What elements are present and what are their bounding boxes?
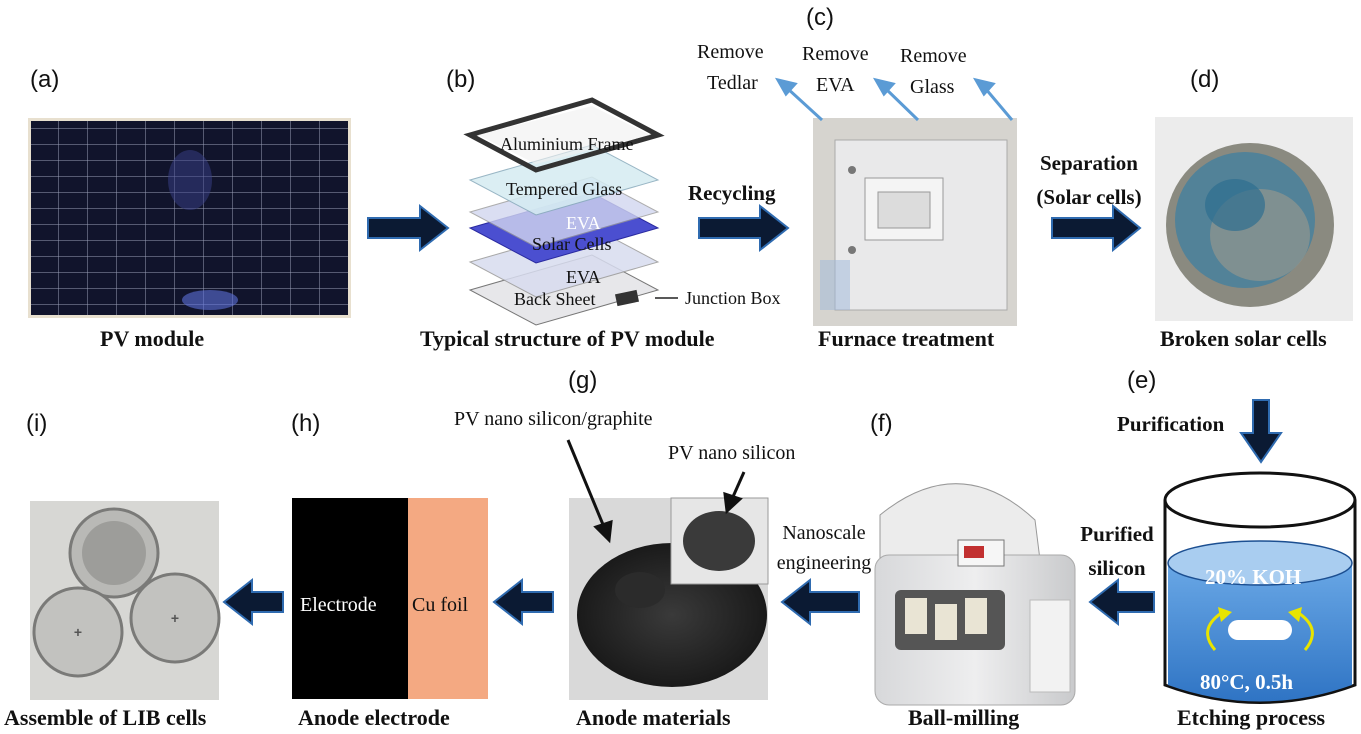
panel-letter-c: (c)	[806, 4, 834, 31]
step-label-recycling: Recycling	[688, 181, 776, 205]
step-label-purified-2: silicon	[1088, 556, 1146, 580]
caption-anode-electrode: Anode electrode	[298, 705, 450, 730]
panel-letter-e: (e)	[1127, 367, 1157, 394]
etching-beaker	[1163, 471, 1357, 704]
cu-foil-label: Cu foil	[412, 594, 469, 616]
coin-cells-image: + +	[30, 501, 221, 700]
step-label-purified-1: Purified	[1080, 522, 1154, 546]
step-label-nanoscale-2: engineering	[776, 552, 872, 574]
arrow-g-to-h	[492, 577, 554, 627]
arrow-b-to-c	[698, 203, 790, 253]
etching-condition-label: 80°C, 0.5h	[1200, 670, 1293, 694]
removal-label-glass-1: Remove	[900, 45, 967, 67]
layer-label-junction-box: Junction Box	[685, 288, 781, 308]
step-label-separation: Separation (Solar cells)	[1023, 146, 1155, 214]
removal-label-glass-2: Glass	[910, 76, 955, 98]
step-label-nanoscale-1: Nanoscale	[782, 522, 866, 544]
svg-text:+: +	[171, 610, 179, 626]
svg-text:+: +	[74, 624, 82, 640]
pointer-arrows	[566, 439, 746, 544]
arrow-f-to-g	[780, 577, 860, 627]
layer-label-cells: Solar Cells	[532, 234, 612, 254]
removal-label-eva-1: Remove	[802, 43, 869, 65]
process-arrows	[222, 203, 1283, 627]
caption-furnace: Furnace treatment	[818, 326, 995, 351]
step-label-nanoscale: Nanoscale engineering	[758, 518, 890, 578]
caption-lib-cells: Assemble of LIB cells	[4, 705, 207, 730]
removal-label-tedlar-2: Tedlar	[707, 72, 758, 94]
arrow-d-to-e	[1239, 399, 1283, 464]
caption-etching: Etching process	[1177, 705, 1326, 730]
anode-electrode-image	[292, 498, 488, 699]
removal-label-eva-2: EVA	[816, 74, 855, 96]
panel-letter-a: (a)	[30, 66, 60, 93]
caption-pv-structure: Typical structure of PV module	[420, 326, 715, 351]
panel-letter-f: (f)	[870, 410, 893, 437]
step-label-purification: Purification	[1117, 412, 1225, 436]
step-label-separation-2: (Solar cells)	[1036, 185, 1142, 209]
arrow-h-to-i	[222, 577, 284, 627]
arrow-c-to-d	[1051, 203, 1142, 253]
removal-label-tedlar-1: Remove	[697, 41, 764, 63]
removal-arrows	[774, 77, 1014, 122]
caption-ball-milling: Ball-milling	[908, 705, 1020, 730]
layer-label-glass: Tempered Glass	[506, 179, 623, 199]
caption-anode-materials: Anode materials	[576, 705, 731, 730]
caption-pv-module: PV module	[100, 326, 205, 351]
panel-letter-g: (g)	[568, 367, 598, 394]
pointer-label-nano-si: PV nano silicon	[668, 442, 796, 464]
etching-solution-label: 20% KOH	[1205, 565, 1302, 589]
electrode-label: Electrode	[300, 594, 377, 616]
panel-letter-i: (i)	[26, 410, 48, 437]
furnace-image	[813, 118, 1017, 326]
ball-mill-image	[874, 483, 1076, 706]
caption-broken-cells: Broken solar cells	[1160, 326, 1327, 351]
panel-letter-b: (b)	[446, 66, 476, 93]
arrow-e-to-f	[1088, 577, 1155, 627]
pv-structure-diagram	[463, 97, 678, 326]
layer-label-eva-bottom: EVA	[566, 267, 601, 287]
layer-label-frame: Aluminium Frame	[500, 134, 634, 154]
layer-label-back-sheet: Back Sheet	[514, 289, 596, 309]
panel-letter-h: (h)	[291, 410, 321, 437]
step-label-purified: Purified silicon	[1070, 517, 1164, 585]
pv-module-image	[28, 118, 351, 318]
pointer-label-nano-si-graphite: PV nano silicon/graphite	[454, 408, 653, 430]
arrow-a-to-b	[367, 203, 450, 253]
broken-cells-image	[1155, 117, 1353, 321]
step-label-separation-1: Separation	[1039, 151, 1138, 175]
layer-label-eva-top: EVA	[566, 213, 601, 233]
panel-letter-d: (d)	[1190, 66, 1220, 93]
